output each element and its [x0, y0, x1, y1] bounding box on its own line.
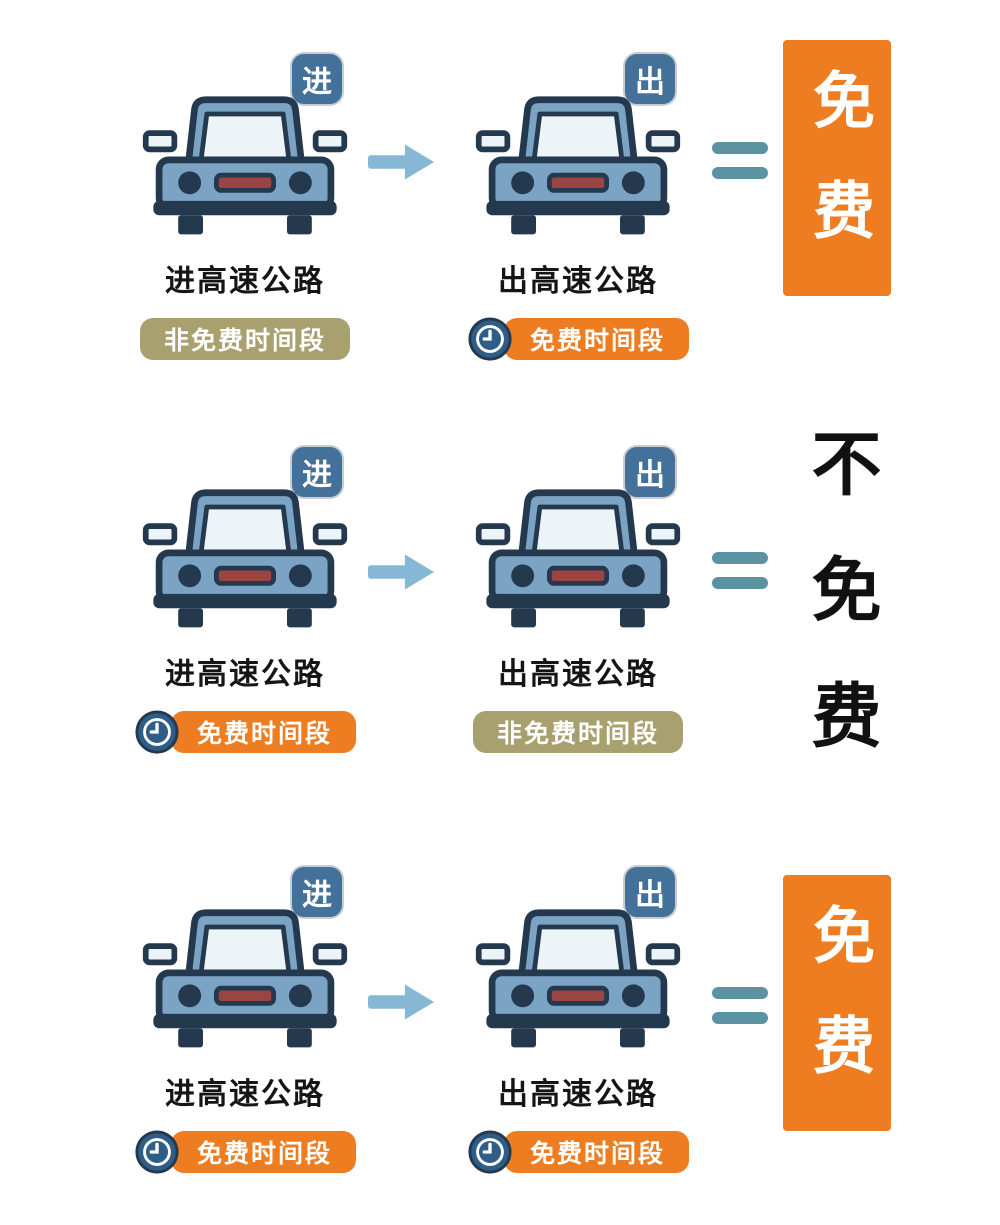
exit-car-group: 出 出高速公路 非免费时间段	[428, 447, 728, 755]
equals-bar	[712, 1012, 768, 1024]
clock-icon	[135, 710, 179, 754]
arrow-right-icon	[368, 554, 435, 590]
exit-car-group: 出 出高速公路 免费时间段	[428, 867, 728, 1175]
equals-bar	[712, 577, 768, 589]
badge-label: 免费时间段	[503, 318, 689, 360]
enter-tag: 进	[292, 54, 342, 104]
car: 出	[473, 867, 683, 1055]
enter-car-group: 进 进高速公路 免费时间段	[95, 867, 395, 1175]
equals-icon	[712, 142, 768, 179]
result-not-free-text: 不免费	[802, 427, 880, 805]
equals-bar	[712, 552, 768, 564]
car: 进	[140, 54, 350, 242]
exit-caption: 出高速公路	[498, 1078, 658, 1111]
car: 进	[140, 867, 350, 1055]
scenario-row-1: 进 进高速公路 非免费时间段 出 出高速公路 免费时间段 免费	[0, 32, 1000, 412]
time-badge: 免费时间段	[467, 1129, 689, 1175]
enter-caption: 进高速公路	[165, 265, 325, 298]
time-badge: 免费时间段	[134, 709, 356, 755]
enter-car-group: 进 进高速公路 非免费时间段	[95, 54, 395, 362]
enter-car-group: 进 进高速公路 免费时间段	[95, 447, 395, 755]
badge-label: 非免费时间段	[472, 711, 683, 753]
time-badge: 免费时间段	[134, 1129, 356, 1175]
exit-caption: 出高速公路	[498, 658, 658, 691]
badge-label: 免费时间段	[170, 1131, 356, 1173]
enter-tag: 进	[292, 867, 342, 917]
enter-caption: 进高速公路	[165, 658, 325, 691]
time-badge: 非免费时间段	[472, 709, 683, 755]
exit-caption: 出高速公路	[498, 265, 658, 298]
clock-icon	[468, 1130, 512, 1174]
result-text: 免费	[803, 903, 872, 1123]
exit-car-group: 出 出高速公路 免费时间段	[428, 54, 728, 362]
equals-bar	[712, 142, 768, 154]
exit-tag: 出	[625, 447, 675, 497]
car: 出	[473, 447, 683, 635]
enter-caption: 进高速公路	[165, 1078, 325, 1111]
equals-bar	[712, 987, 768, 999]
scenario-row-2: 进 进高速公路 免费时间段 出 出高速公路 非免费时间段 不免费	[0, 425, 1000, 805]
scenario-row-3: 进 进高速公路 免费时间段 出 出高速公路 免费时间段 免	[0, 845, 1000, 1225]
enter-tag: 进	[292, 447, 342, 497]
clock-icon	[135, 1130, 179, 1174]
arrow-right-icon	[368, 144, 435, 180]
result-text: 免费	[803, 68, 872, 288]
equals-icon	[712, 552, 768, 589]
badge-label: 免费时间段	[170, 711, 356, 753]
exit-tag: 出	[625, 54, 675, 104]
time-badge: 非免费时间段	[139, 316, 350, 362]
result-free-box: 免费	[783, 875, 891, 1131]
badge-label: 非免费时间段	[139, 318, 350, 360]
equals-icon	[712, 987, 768, 1024]
clock-icon	[468, 317, 512, 361]
result-free-box: 免费	[783, 40, 891, 296]
time-badge: 免费时间段	[467, 316, 689, 362]
exit-tag: 出	[625, 867, 675, 917]
car: 出	[473, 54, 683, 242]
badge-label: 免费时间段	[503, 1131, 689, 1173]
car: 进	[140, 447, 350, 635]
arrow-right-icon	[368, 984, 435, 1020]
equals-bar	[712, 167, 768, 179]
